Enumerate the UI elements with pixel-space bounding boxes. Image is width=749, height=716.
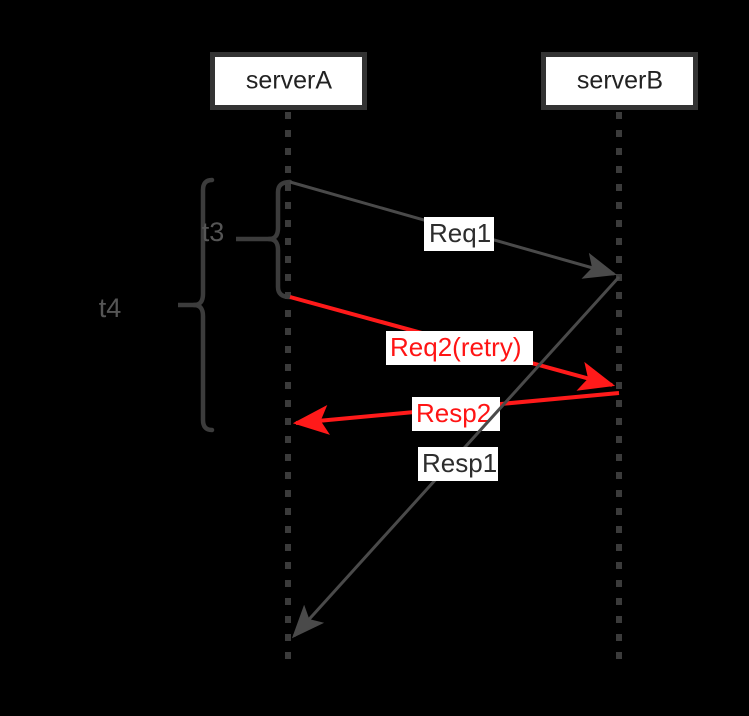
- t3-label: t3: [202, 217, 225, 247]
- message-resp2-label: Resp2: [416, 398, 491, 428]
- time-bracket-t3: t3: [202, 179, 293, 300]
- actor-serverA-label: serverA: [246, 67, 332, 95]
- actor-serverB[interactable]: serverB: [541, 52, 698, 110]
- message-req1-label-bg: [424, 217, 494, 251]
- message-resp1-label-bg: [418, 447, 498, 481]
- message-req2-retry: Req2(retry): [289, 295, 616, 391]
- lifelines-group: [285, 112, 622, 662]
- message-req2-retry-label: Req2(retry): [390, 332, 521, 362]
- message-req1-label: Req1: [429, 218, 491, 248]
- message-req2-retry-label-bg: [386, 331, 533, 365]
- t4-label: t4: [99, 293, 122, 323]
- message-req1: Req1: [289, 180, 617, 279]
- message-resp1-label: Resp1: [422, 448, 497, 478]
- actor-serverB-box[interactable]: [541, 52, 698, 110]
- message-resp1: Resp1: [291, 275, 621, 639]
- actor-serverB-label: serverB: [577, 67, 663, 95]
- actor-serverA[interactable]: serverA: [210, 52, 367, 110]
- actor-serverA-box[interactable]: [210, 52, 367, 110]
- message-resp2: Resp2: [292, 391, 620, 435]
- time-bracket-t4: t4: [99, 177, 215, 433]
